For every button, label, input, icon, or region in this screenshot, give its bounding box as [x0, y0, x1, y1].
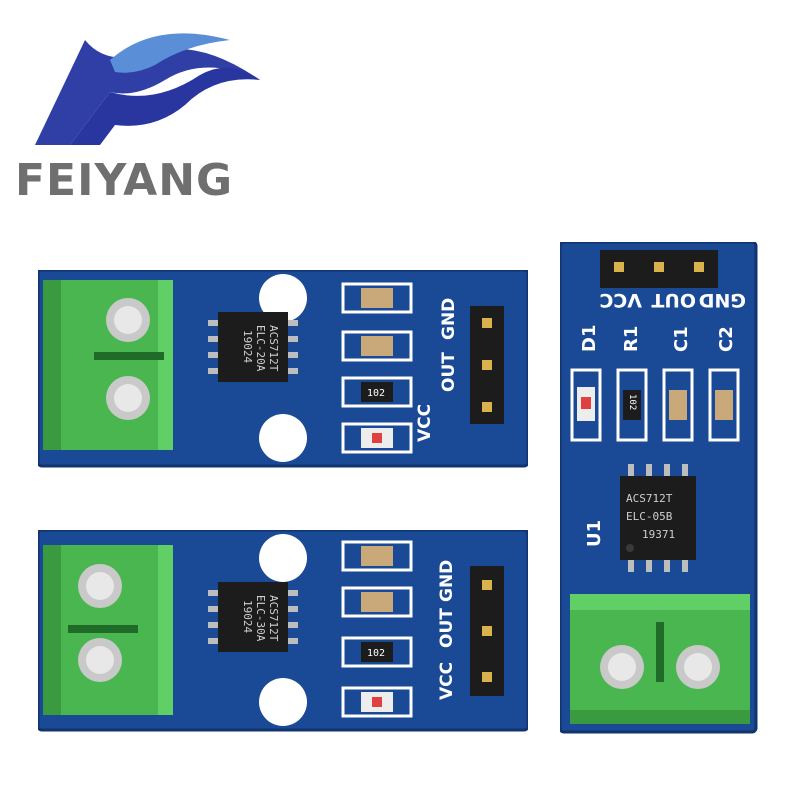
label-d1: D1: [579, 325, 600, 352]
acs712-chip: ACS712T ELC-30A 19024: [208, 582, 298, 652]
pin-label-gnd: GND: [699, 289, 746, 311]
pin-header: [600, 250, 718, 288]
resistor-code: 102: [627, 394, 637, 410]
chip-line-3: 19371: [642, 528, 675, 541]
screw-terminal: [43, 280, 173, 450]
label-r1: R1: [621, 326, 642, 352]
pin-header: [470, 566, 504, 696]
capacitor: [361, 546, 393, 566]
resistor: [361, 382, 393, 402]
chip-line-3: 19024: [241, 600, 254, 633]
pin-label-gnd: GND: [437, 560, 457, 602]
capacitor: [715, 390, 733, 420]
screw-terminal: [43, 545, 173, 715]
pin-label-out: OUT: [437, 608, 457, 648]
mounting-hole: [259, 534, 307, 582]
brand-logo: FEIYANG: [15, 20, 260, 220]
mounting-hole: [259, 274, 307, 322]
pin-label-vcc: VCC: [437, 662, 457, 700]
capacitor: [669, 390, 687, 420]
resistor: [361, 642, 393, 662]
resistor: [623, 390, 641, 420]
chip-line-1: ACS712T: [626, 492, 673, 505]
current-sensor-board-20a: ACS712T ELC-20A 19024 102 VCC OUT GND: [38, 270, 528, 470]
capacitor: [361, 592, 393, 612]
resistor-code: 102: [367, 648, 385, 659]
label-u1: U1: [584, 520, 605, 547]
mounting-hole: [259, 414, 307, 462]
chip-line-1: ACS712T: [267, 595, 280, 642]
chip-line-2: ELC-30A: [254, 595, 267, 642]
label-c1: C1: [671, 326, 692, 352]
pin-label-out: OUT: [651, 289, 696, 311]
label-c2: C2: [716, 326, 737, 352]
current-sensor-board-05b: GND OUT VCC D1 R1 C1 C2 102 U1 ACS712T E…: [560, 242, 760, 737]
pin-label-gnd: GND: [439, 298, 459, 340]
chip-line-3: 19024: [241, 330, 254, 363]
pin-label-vcc: VCC: [415, 404, 435, 442]
capacitor: [361, 336, 393, 356]
chip-line-2: ELC-20A: [254, 325, 267, 372]
wave-logo-icon: [35, 33, 260, 145]
pin-label-out: OUT: [439, 352, 459, 392]
acs712-chip: ACS712T ELC-20A 19024: [208, 312, 298, 382]
mounting-hole: [259, 678, 307, 726]
capacitor: [361, 288, 393, 308]
pin-label-vcc: VCC: [599, 289, 642, 311]
resistor-code: 102: [367, 388, 385, 399]
chip-line-1: ACS712T: [267, 325, 280, 372]
pin-header: [470, 306, 504, 424]
screw-terminal: [570, 594, 750, 724]
chip-line-2: ELC-05B: [626, 510, 673, 523]
current-sensor-board-30a: ACS712T ELC-30A 19024 102 VCC OUT GND: [38, 530, 528, 735]
acs712-chip: ACS712T ELC-05B 19371: [620, 464, 696, 572]
brand-name: FEIYANG: [15, 155, 234, 206]
